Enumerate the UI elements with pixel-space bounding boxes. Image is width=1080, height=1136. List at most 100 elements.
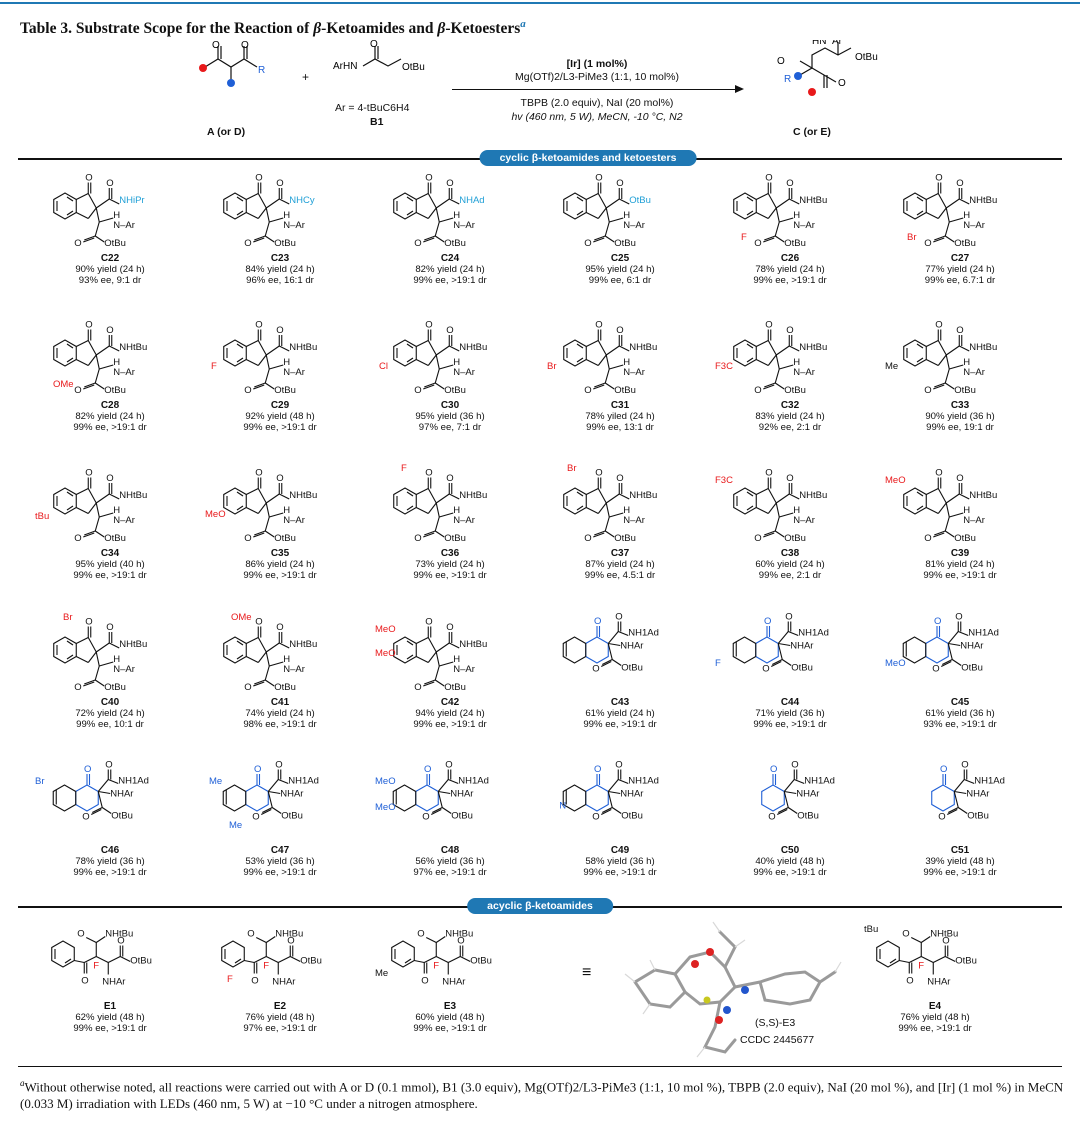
svg-text:O: O [616,325,623,336]
yield-text: 76% yield (48 h) [900,1012,970,1023]
svg-text:O: O [768,812,775,823]
svg-text:NH1Ad: NH1Ad [968,628,999,639]
crystal-structure: (S,S)-E3 CCDC 2445677 [615,912,845,1062]
svg-text:OtBu: OtBu [451,811,473,822]
svg-text:OtBu: OtBu [402,62,425,73]
svg-text:O: O [616,178,623,189]
svg-text:O: O [74,533,81,544]
svg-text:Br: Br [35,776,45,787]
svg-text:O: O [85,173,92,184]
svg-text:O: O [594,616,601,627]
svg-text:O: O [777,56,785,67]
svg-text:O: O [934,616,941,627]
svg-text:Me: Me [885,361,898,372]
svg-text:OtBu: OtBu [797,811,819,822]
svg-text:NH1Ad: NH1Ad [798,628,829,639]
compound-id: C38 [780,548,800,559]
svg-text:O: O [425,617,432,628]
ee-dr-text: 99% ee, 6.7:1 dr [924,275,996,286]
svg-text:O: O [82,812,89,823]
svg-text:O: O [924,238,931,249]
svg-text:N–Ar: N–Ar [113,220,135,231]
svg-text:NHAr: NHAr [966,789,989,800]
svg-text:O: O [770,764,777,775]
compound-id: C23 [270,253,290,264]
svg-text:N–Ar: N–Ar [623,515,645,526]
svg-text:N–Ar: N–Ar [793,220,815,231]
svg-text:N–Ar: N–Ar [283,515,305,526]
yield-text: 71% yield (36 h) [755,708,825,719]
b1-ar: Ar = 4-tBuC6H4 [335,102,410,114]
ee-dr-text: 99% ee, 10:1 dr [76,719,144,730]
svg-text:F: F [918,961,924,972]
svg-text:O: O [942,936,949,947]
svg-text:O: O [924,533,931,544]
svg-text:O: O [765,320,772,331]
ee-dr-text: 93% ee, 9:1 dr [78,275,142,286]
svg-text:O: O [252,812,259,823]
svg-text:OtBu: OtBu [967,811,989,822]
svg-text:H: H [793,210,800,221]
svg-text:NHtBu: NHtBu [969,342,997,353]
table-caption: Table 3. Substrate Scope for the Reactio… [20,18,526,38]
cond-mg: Mg(OTf)2/L3-PiMe3 (1:1, 10 mol%) [515,71,679,83]
yield-text: 58% yield (36 h) [585,856,655,867]
yield-text: 60% yield (48 h) [415,1012,485,1023]
svg-text:H: H [113,654,120,665]
svg-text:OtBu: OtBu [274,385,296,396]
svg-text:N–Ar: N–Ar [793,515,815,526]
svg-text:NHAr: NHAr [927,977,950,988]
svg-text:NHtBu: NHtBu [445,929,473,940]
svg-text:N–Ar: N–Ar [963,367,985,378]
svg-text:OtBu: OtBu [855,52,878,63]
svg-text:NHtBu: NHtBu [969,490,997,501]
svg-text:OtBu: OtBu [274,238,296,249]
svg-text:O: O [754,533,761,544]
compound-id: C44 [780,697,800,708]
yield-text: 62% yield (48 h) [75,1012,145,1023]
svg-text:O: O [940,764,947,775]
compound-id: C35 [270,548,290,559]
svg-text:N–Ar: N–Ar [283,367,305,378]
cond-hv: hv (460 nm, 5 W), MeCN, -10 °C, N2 [511,111,683,123]
yield-text: 94% yield (24 h) [415,708,485,719]
ee-dr-text: 93% ee, >19:1 dr [923,719,997,730]
bottom-rule [18,1066,1062,1067]
svg-text:O: O [446,178,453,189]
svg-text:H: H [963,210,970,221]
footnote: aWithout otherwise noted, all reactions … [20,1078,1064,1112]
svg-text:O: O [244,238,251,249]
svg-text:O: O [254,764,261,775]
compound-id: C27 [950,253,970,264]
compound-id: C45 [950,697,970,708]
sm-label: A (or D) [207,126,246,138]
svg-text:O: O [85,320,92,331]
yield-text: 76% yield (48 h) [245,1012,315,1023]
svg-text:O: O [422,812,429,823]
top-rule [0,2,1080,4]
svg-text:NHiPr: NHiPr [119,195,144,206]
svg-text:R: R [784,74,791,85]
svg-text:O: O [924,385,931,396]
svg-text:OtBu: OtBu [470,956,492,967]
ee-dr-text: 99% ee, 6:1 dr [588,275,652,286]
svg-text:MeO: MeO [885,658,906,669]
svg-text:NHAr: NHAr [960,641,983,652]
svg-text:NHCy: NHCy [289,195,315,206]
svg-text:Cl: Cl [379,361,388,372]
svg-text:OtBu: OtBu [444,682,466,693]
svg-text:NHAr: NHAr [796,789,819,800]
yield-text: 78% yiled (24 h) [585,411,655,422]
compound-id: C40 [100,697,120,708]
svg-text:O: O [244,533,251,544]
